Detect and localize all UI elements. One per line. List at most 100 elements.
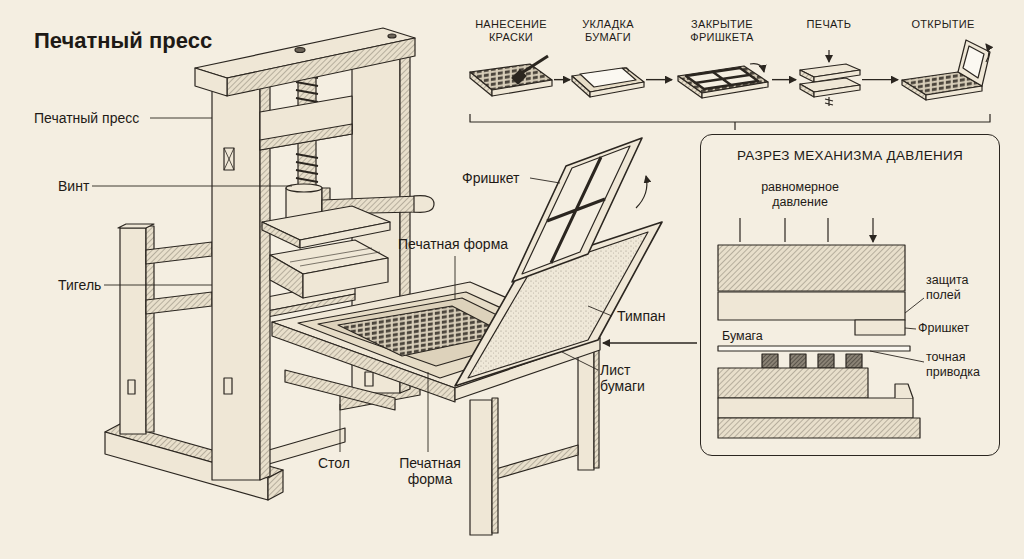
step-print-icon bbox=[800, 50, 860, 106]
step-open-icon bbox=[902, 40, 990, 100]
flow-arrow bbox=[772, 79, 796, 80]
part-label: точная приводка bbox=[926, 350, 998, 380]
step-label: НАНЕСЕНИЕ КРАСКИ bbox=[468, 16, 554, 44]
leader-line bbox=[340, 404, 341, 452]
part-label: Тигель bbox=[58, 277, 101, 293]
step-print-icon bbox=[800, 84, 814, 97]
flow-arrow bbox=[554, 79, 570, 80]
part-label: Фришкет bbox=[462, 170, 520, 186]
pressure-section bbox=[718, 292, 905, 320]
table bbox=[492, 398, 498, 533]
step-frisket-icon bbox=[686, 68, 758, 89]
step-print-icon bbox=[814, 85, 860, 97]
page-title: Печатный пресс bbox=[34, 28, 212, 54]
frisket bbox=[512, 138, 642, 282]
pressure-section bbox=[818, 354, 834, 368]
step-ink-icon bbox=[470, 56, 552, 96]
table bbox=[578, 350, 594, 470]
head-cap bbox=[227, 38, 415, 96]
step-open-icon bbox=[963, 46, 984, 78]
pressure-section bbox=[846, 354, 862, 368]
part-label: Винт bbox=[58, 178, 89, 194]
pressure-section bbox=[870, 298, 924, 362]
step-print-icon bbox=[800, 70, 814, 82]
leader-line bbox=[92, 118, 612, 452]
part-label: Тимпан bbox=[617, 308, 665, 324]
leader-line bbox=[428, 372, 429, 452]
head-cap bbox=[388, 34, 396, 38]
frisket bbox=[636, 176, 647, 208]
process-step: ОТКРЫТИЕ bbox=[898, 16, 988, 102]
platen bbox=[262, 206, 390, 298]
step-print-icon bbox=[828, 50, 829, 62]
frisket bbox=[547, 157, 605, 263]
leader-line bbox=[588, 306, 612, 316]
pressure-section bbox=[718, 218, 924, 438]
frisket bbox=[512, 138, 647, 282]
frame-rails bbox=[146, 292, 212, 314]
process-step: УКЛАДКА БУМАГИ bbox=[570, 16, 646, 102]
table bbox=[470, 400, 492, 535]
part-label: Печатная форма bbox=[390, 455, 470, 487]
table bbox=[594, 348, 599, 468]
process-step: ПЕЧАТЬ bbox=[796, 16, 862, 102]
part-label: Печатный пресс bbox=[34, 110, 139, 126]
part-label: Бумага bbox=[722, 329, 763, 344]
step-paper-icon bbox=[580, 68, 636, 87]
leader-line bbox=[150, 118, 212, 119]
part-label: равномерное давление bbox=[740, 180, 860, 210]
flow-arrow bbox=[646, 79, 672, 80]
step-label: ОТКРЫТИЕ bbox=[898, 16, 988, 31]
pressure-section bbox=[855, 320, 905, 335]
part-label: Стол bbox=[318, 455, 350, 471]
pressure-section bbox=[762, 354, 778, 368]
platen bbox=[262, 222, 300, 248]
right-post bbox=[365, 372, 373, 386]
step-ink-icon bbox=[492, 80, 552, 96]
pressure-section bbox=[740, 218, 873, 242]
back-post bbox=[120, 228, 146, 434]
pressure-section bbox=[718, 398, 913, 418]
platen bbox=[270, 255, 303, 298]
step-open-icon bbox=[926, 86, 982, 100]
table bbox=[492, 445, 578, 480]
step-label: ПЕЧАТЬ bbox=[796, 16, 862, 31]
part-label: Печатная форма bbox=[398, 236, 508, 252]
step-frisket-icon bbox=[695, 72, 749, 85]
step-print-icon bbox=[825, 97, 833, 106]
step-ink-icon bbox=[470, 72, 492, 96]
front-post bbox=[224, 148, 234, 170]
pressure-section bbox=[718, 346, 910, 351]
step-open-icon bbox=[958, 40, 990, 86]
process-step: ЗАКРЫТИЕ ФРИШКЕТА bbox=[672, 16, 772, 102]
leader-line bbox=[104, 285, 212, 286]
back-post bbox=[118, 224, 154, 228]
press-drawing bbox=[92, 28, 990, 535]
step-paper-icon bbox=[572, 68, 644, 98]
head-cap bbox=[295, 48, 305, 53]
leader-line bbox=[562, 352, 598, 370]
front-post bbox=[212, 88, 260, 480]
part-label: Лист бумаги bbox=[600, 362, 660, 394]
step-frisket-icon bbox=[750, 64, 764, 72]
step-ink-icon bbox=[520, 56, 548, 74]
part-label: Фришкет bbox=[918, 321, 969, 336]
process-step: НАНЕСЕНИЕ КРАСКИ bbox=[468, 16, 554, 102]
crossbeam bbox=[260, 96, 352, 150]
part-label: защита полей bbox=[926, 273, 988, 303]
step-label: УКЛАДКА БУМАГИ bbox=[570, 16, 646, 44]
pressure-section bbox=[718, 245, 905, 291]
step-paper-icon bbox=[622, 68, 628, 73]
front-post bbox=[224, 378, 232, 394]
flow-arrow bbox=[862, 79, 898, 80]
pressure-section bbox=[718, 418, 920, 438]
platen bbox=[303, 258, 388, 298]
head-cap bbox=[195, 28, 415, 96]
section-pointer bbox=[603, 342, 697, 343]
pressure-section bbox=[718, 368, 868, 398]
platen bbox=[290, 248, 380, 266]
step-open-icon bbox=[902, 80, 926, 100]
